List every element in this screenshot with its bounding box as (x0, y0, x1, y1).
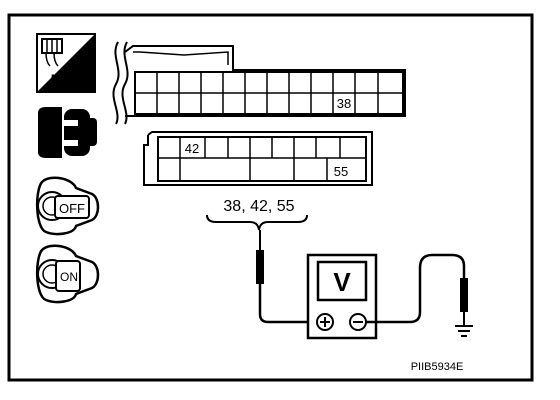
voltmeter: V (306, 253, 378, 340)
figure-border (7, 13, 534, 382)
ignition-off-label: OFF (59, 201, 85, 216)
terminal-55-label: 55 (334, 164, 348, 179)
positive-probe (256, 230, 312, 324)
connector-icon (38, 107, 97, 158)
voltmeter-symbol: V (333, 267, 351, 297)
ground-icon (455, 325, 473, 337)
harness-side-label: H.S. (50, 71, 83, 90)
terminal-bracket (206, 214, 308, 231)
harness-side-icon: H.S. (36, 33, 96, 93)
ignition-off-icon: OFF (36, 176, 100, 236)
negative-probe (366, 253, 468, 326)
ignition-on-label: ON (60, 270, 78, 284)
terminal-38-label: 38 (337, 96, 351, 111)
terminal-42-label: 42 (185, 141, 199, 156)
figure-id: PIIB5934E (411, 361, 464, 373)
connector-upper: 38 (112, 41, 406, 125)
probe-terminals-label: 38, 42, 55 (223, 198, 294, 215)
ignition-on-icon: ON (36, 244, 100, 304)
connector-lower: 42 55 (143, 131, 373, 186)
